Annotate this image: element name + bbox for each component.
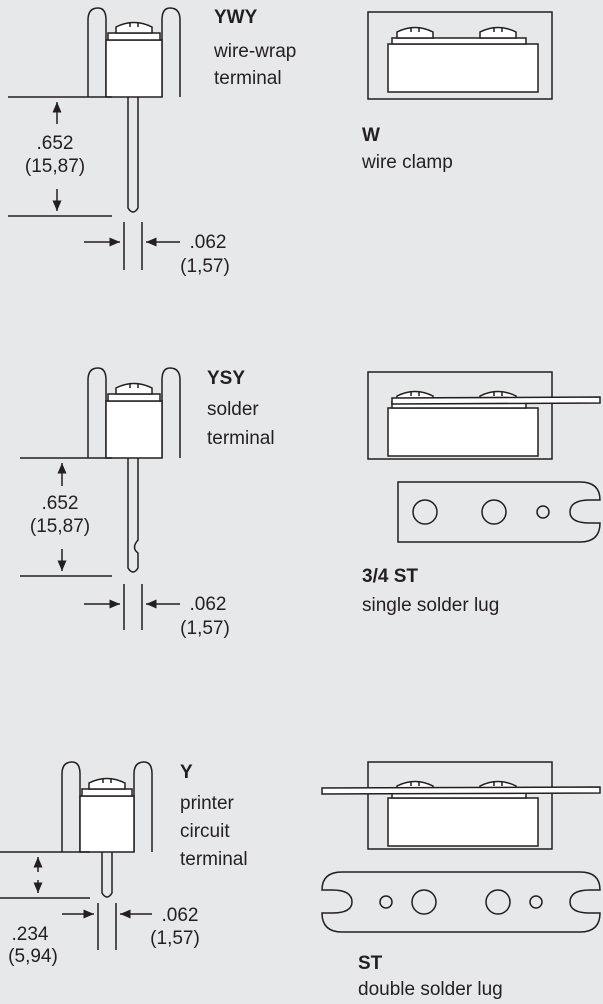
st34-code: 3/4 ST	[362, 566, 418, 587]
ysy-diameter-mm: (1,57)	[180, 618, 230, 639]
y-diameter-mm: (1,57)	[150, 928, 200, 949]
st34-desc: single solder lug	[362, 595, 500, 616]
ysy-length-inches: .652	[41, 493, 79, 514]
ysy-desc-1: solder	[207, 399, 259, 420]
ysy-desc-2: terminal	[207, 428, 275, 449]
y-desc-3: terminal	[180, 849, 248, 870]
st-code: ST	[358, 953, 383, 974]
ysy-terminal-drawing	[20, 367, 181, 630]
st-desc: double solder lug	[358, 979, 503, 1000]
y-length-inches: .234	[11, 924, 49, 945]
y-diameter-inches: .062	[161, 905, 199, 926]
ywy-length-mm: (15,87)	[24, 156, 86, 177]
st34-single-solder-lug-drawing	[367, 371, 601, 543]
y-length-mm: (5,94)	[8, 946, 58, 967]
ysy-diameter-inches: .062	[189, 594, 227, 615]
st-double-solder-lug-drawing	[321, 761, 601, 933]
ywy-terminal-drawing	[8, 7, 181, 270]
ywy-diameter-inches: .062	[189, 232, 227, 253]
ywy-code: YWY	[214, 7, 258, 28]
ywy-diameter-mm: (1,57)	[180, 256, 230, 277]
y-code: Y	[180, 762, 193, 783]
ywy-length-inches: .652	[36, 133, 74, 154]
ywy-desc-1: wire-wrap	[214, 41, 297, 62]
y-terminal-drawing	[0, 761, 153, 950]
w-desc: wire clamp	[362, 152, 453, 173]
ysy-length-mm: (15,87)	[29, 516, 91, 537]
ywy-desc-2: terminal	[214, 68, 282, 89]
w-wire-clamp-drawing	[367, 11, 553, 100]
ysy-code: YSY	[207, 368, 246, 389]
w-code: W	[362, 125, 380, 146]
y-desc-1: printer	[180, 793, 234, 814]
y-desc-2: circuit	[180, 821, 230, 842]
